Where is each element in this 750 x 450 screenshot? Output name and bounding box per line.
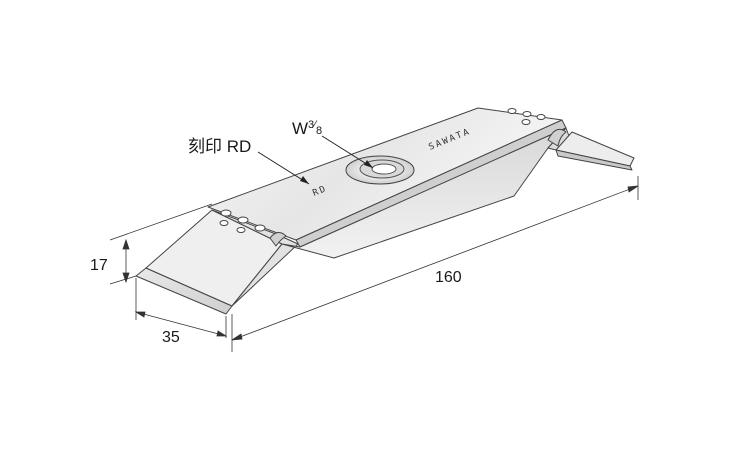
bolt-label: W3⁄8 <box>292 119 322 138</box>
mounting-holes-left <box>219 209 266 233</box>
mounting-holes-right <box>507 108 546 125</box>
right-foot-edge <box>555 149 633 171</box>
dimension-length: 160 <box>435 269 462 286</box>
left-fold-curl <box>269 232 287 247</box>
bolt-hole <box>345 155 415 185</box>
callout-bolt: W3⁄8 <box>292 119 374 169</box>
dimension-lines <box>109 176 639 352</box>
dimension-height: 17 <box>90 257 108 274</box>
engraving-label: 刻印 RD <box>188 137 251 156</box>
right-fold-curl <box>547 128 567 147</box>
dimension-width: 35 <box>162 329 180 346</box>
callout-engraving: 刻印 RD <box>188 137 310 185</box>
